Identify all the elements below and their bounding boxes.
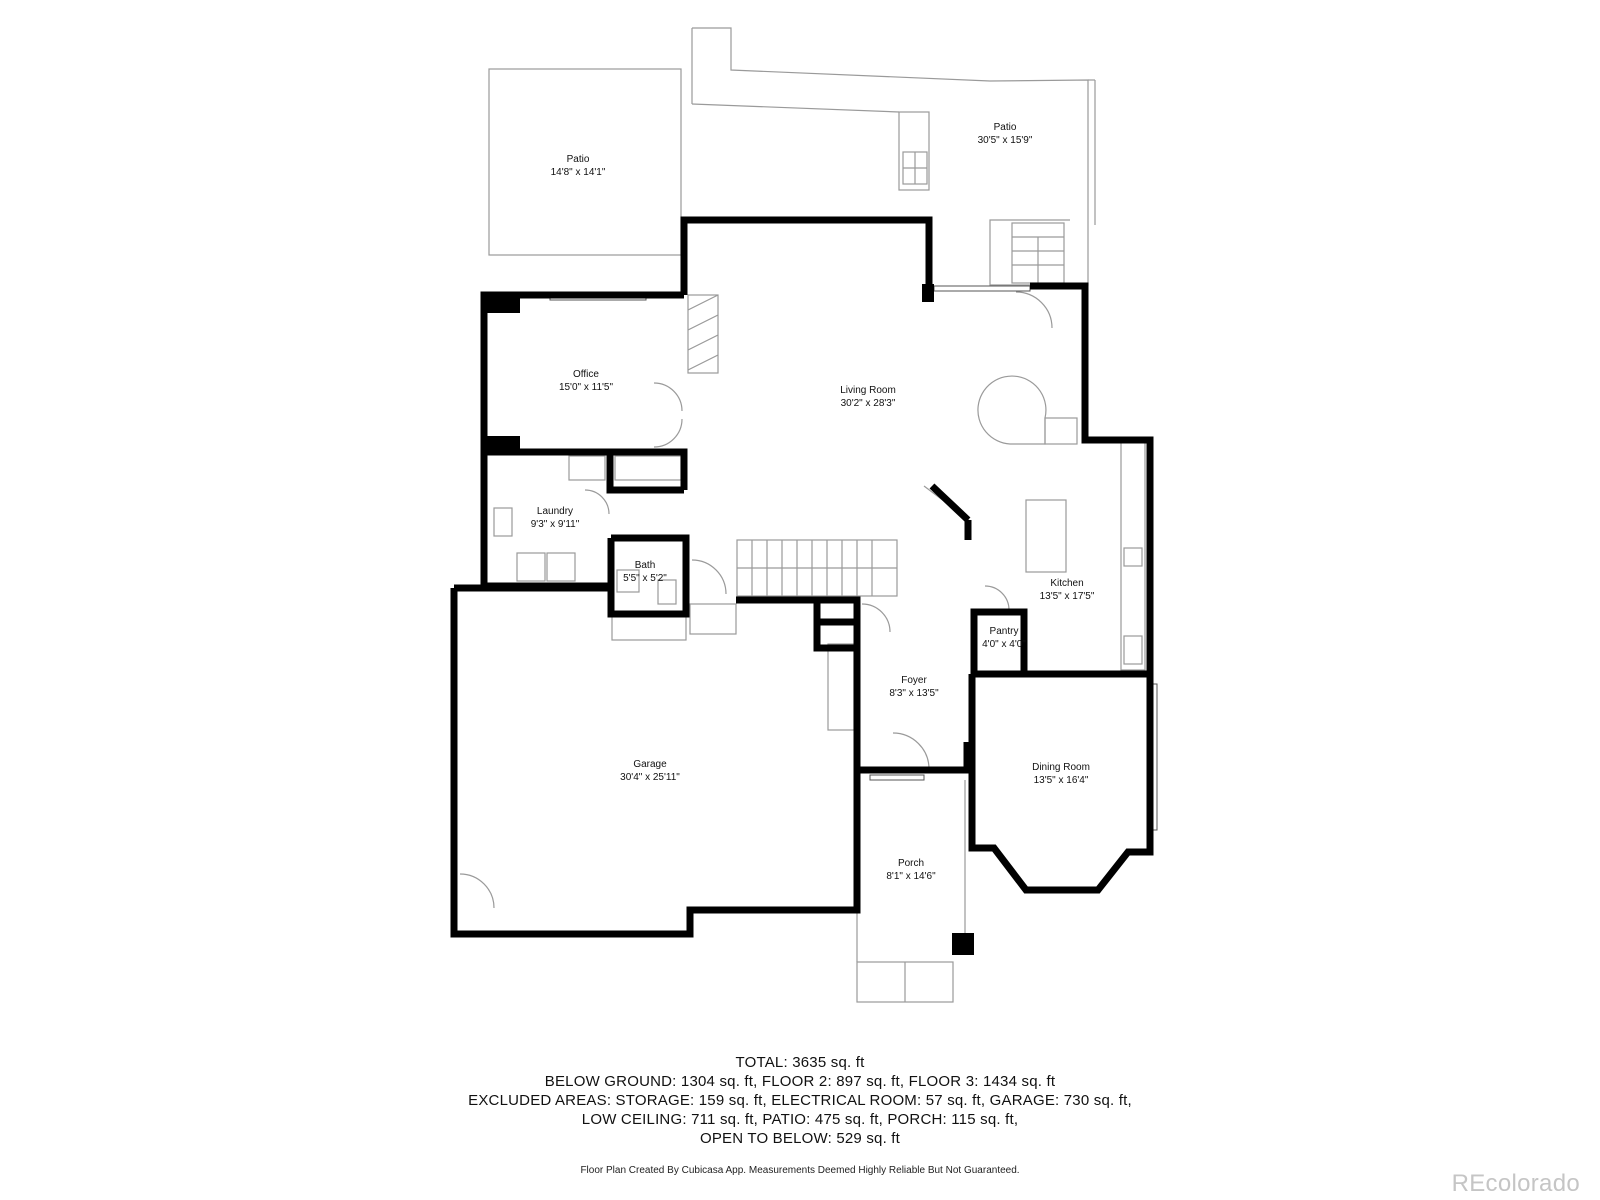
thin-outlines xyxy=(459,27,1146,1003)
pantry-name: Pantry xyxy=(990,626,1019,637)
floor-plan: Patio 14'8" x 14'1" Patio 30'5" x 15'9" … xyxy=(450,27,1158,1003)
hatch xyxy=(687,334,719,351)
toilet xyxy=(657,579,677,605)
wall-kitchen-east xyxy=(970,282,1154,678)
grill-counter xyxy=(898,111,930,191)
door-swing xyxy=(584,489,610,515)
kitchen-sink xyxy=(1123,547,1143,567)
garage-steps xyxy=(689,603,737,635)
foyer-dims: 8'3" x 13'5" xyxy=(889,688,939,699)
disclaimer: Floor Plan Created By Cubicasa App. Meas… xyxy=(580,1165,1020,1176)
kitchen-stove xyxy=(1123,635,1143,665)
wall-laundry-inner xyxy=(606,452,684,494)
hatch xyxy=(687,314,719,331)
office-name: Office xyxy=(573,369,599,380)
closet-shelves xyxy=(827,643,855,731)
porch-name: Porch xyxy=(898,858,924,869)
washer xyxy=(516,552,546,582)
dining-room-dims: 13'5" x 16'4" xyxy=(1034,775,1089,786)
door-swing xyxy=(653,382,683,412)
area-totals: TOTAL: 3635 sq. ft BELOW GROUND: 1304 sq… xyxy=(0,1053,1600,1148)
excluded-areas-line: EXCLUDED AREAS: STORAGE: 159 sq. ft, ELE… xyxy=(468,1092,1132,1109)
deck-line xyxy=(691,103,900,113)
dining-room-name: Dining Room xyxy=(1032,762,1090,773)
low-ceiling-line: LOW CEILING: 711 sq. ft, PATIO: 475 sq. … xyxy=(581,1111,1019,1128)
hatch xyxy=(687,354,719,371)
wall-stair-closet xyxy=(813,596,861,652)
porch-dims: 8'1" x 14'6" xyxy=(886,871,936,882)
patio-left-name: Patio xyxy=(567,154,590,165)
room-labels: Patio 14'8" x 14'1" Patio 30'5" x 15'9" … xyxy=(531,122,1095,882)
wall-dining xyxy=(968,674,1154,894)
total-line: TOTAL: 3635 sq. ft xyxy=(735,1054,865,1071)
kitchen-dims: 13'5" x 17'5" xyxy=(1040,591,1095,602)
nook-hatch xyxy=(1044,417,1078,445)
door-swing xyxy=(653,418,683,448)
laundry-sink xyxy=(493,507,513,537)
office-dims: 15'0" x 11'5" xyxy=(559,382,614,393)
bath-name: Bath xyxy=(635,560,656,571)
fireplace xyxy=(687,294,719,374)
kitchen-island xyxy=(1025,499,1067,573)
patio-left-dims: 14'8" x 14'1" xyxy=(551,167,606,178)
foyer-name: Foyer xyxy=(901,675,927,686)
wall-foyer xyxy=(857,742,971,774)
kitchen-name: Kitchen xyxy=(1050,578,1083,589)
pantry-dims: 4'0" x 4'0" xyxy=(982,639,1026,650)
living-room-dims: 30'2" x 28'3" xyxy=(841,398,896,409)
living-room-name: Living Room xyxy=(840,385,896,396)
patio-right-outline xyxy=(692,27,1089,286)
door-swing xyxy=(861,603,891,633)
laundry-dims: 9'3" x 9'11" xyxy=(531,519,580,530)
hatch xyxy=(687,294,719,311)
watermark-logo: REcolorado xyxy=(1451,1170,1580,1197)
bath-sink xyxy=(616,569,640,593)
walls xyxy=(450,216,1154,938)
door-swing xyxy=(691,559,727,595)
door-swing xyxy=(984,585,1010,611)
patio-right-dims: 30'5" x 15'9" xyxy=(978,135,1033,146)
bath-dims: 5'5" x 5'2" xyxy=(623,573,667,584)
breakfast-nook xyxy=(977,375,1047,445)
garage-name: Garage xyxy=(633,759,667,770)
below-ground-line: BELOW GROUND: 1304 sq. ft, FLOOR 2: 897 … xyxy=(544,1073,1056,1090)
open-to-below-line: OPEN TO BELOW: 529 sq. ft xyxy=(699,1130,901,1147)
wall-nook-diagonal xyxy=(929,483,971,523)
garage-dims: 30'4" x 25'11" xyxy=(620,772,680,783)
patio-right-name: Patio xyxy=(994,122,1017,133)
laundry-cabinet xyxy=(568,455,606,481)
wall-living-north xyxy=(680,216,934,299)
wall-blocks xyxy=(484,284,974,955)
laundry-cabinet xyxy=(614,455,682,481)
dryer xyxy=(546,552,576,582)
garage-landing xyxy=(611,613,687,641)
wall-bath xyxy=(607,534,690,618)
door-swing xyxy=(1015,291,1053,329)
door-swing xyxy=(459,873,495,909)
door-swing xyxy=(892,732,930,770)
patio-left-outline xyxy=(488,68,682,256)
laundry-name: Laundry xyxy=(537,506,573,517)
